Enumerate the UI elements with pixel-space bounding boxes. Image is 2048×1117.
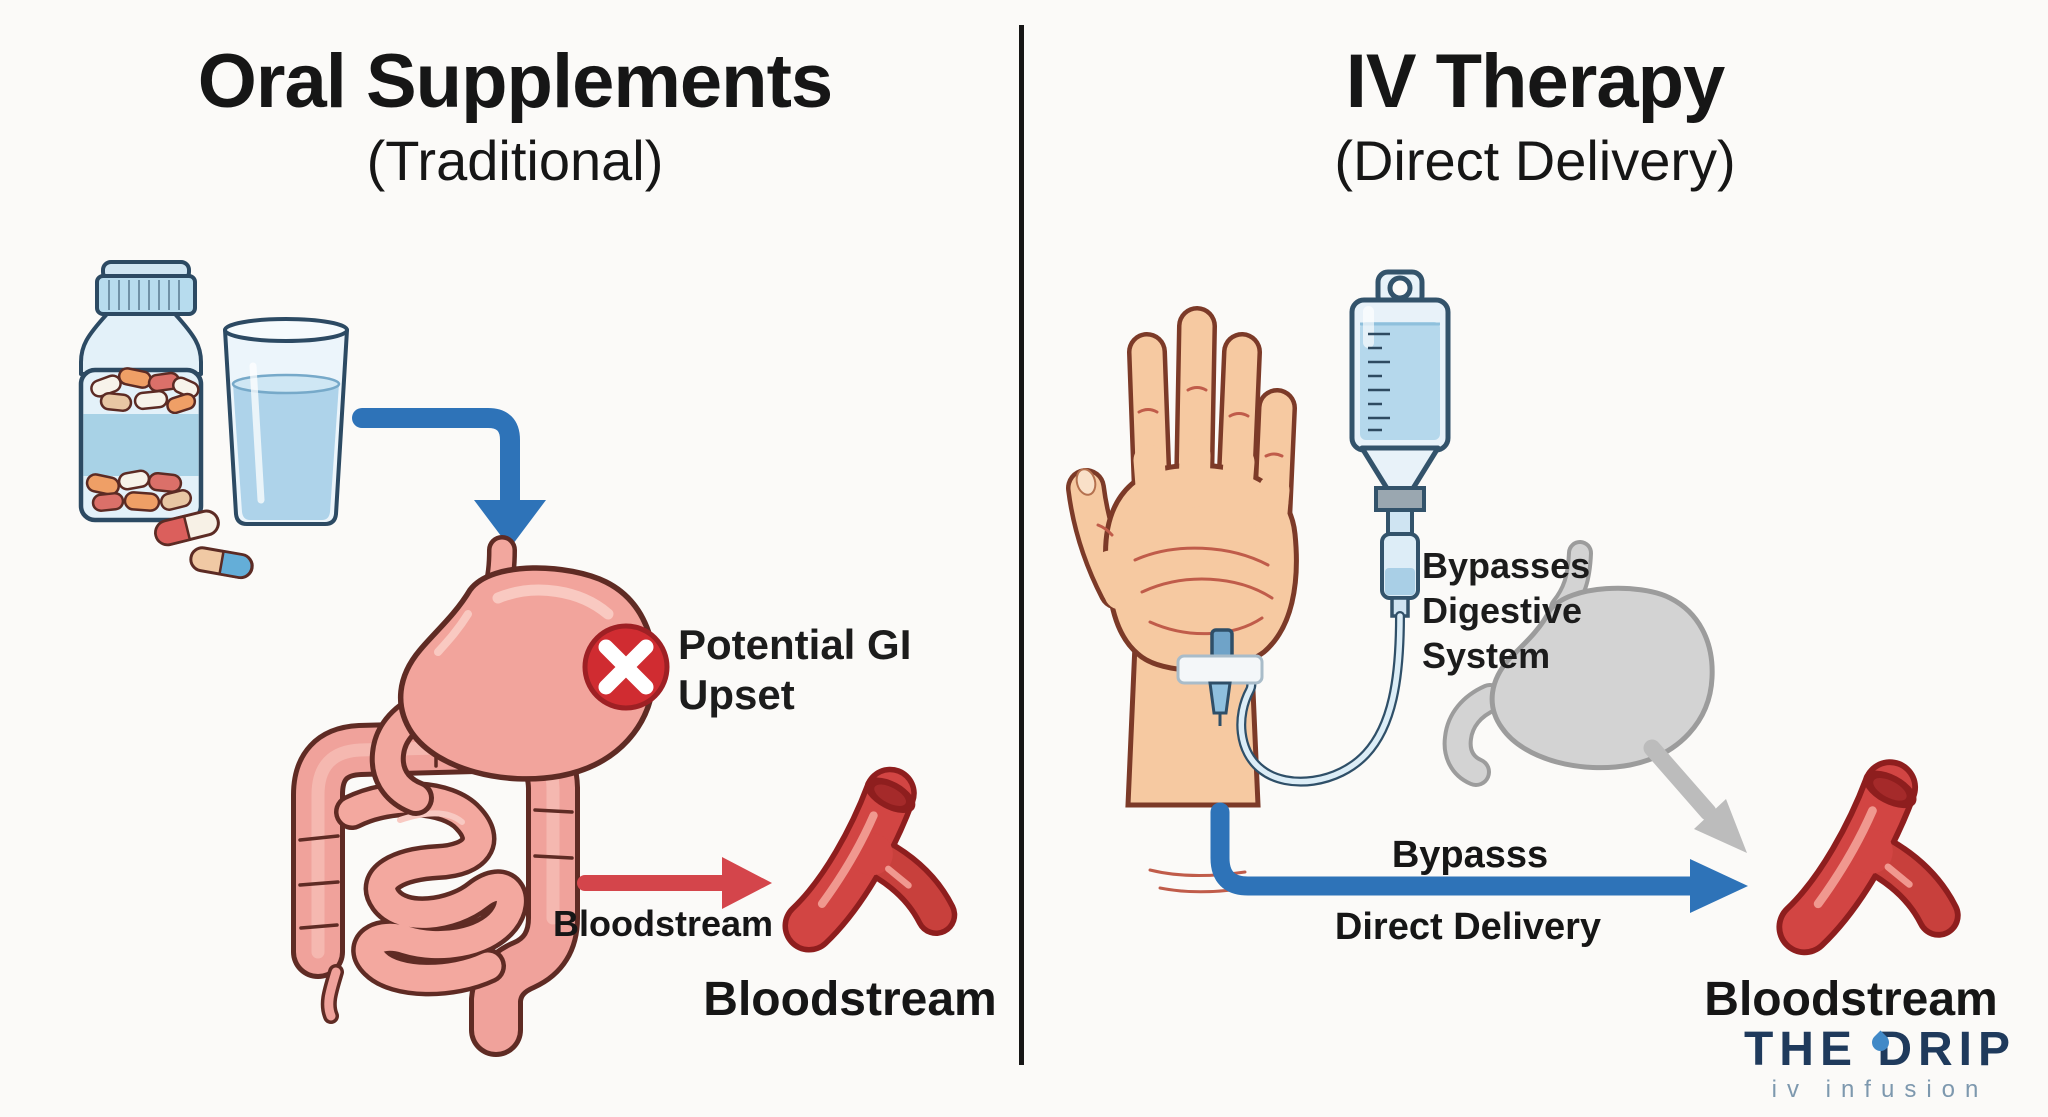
blood-vessel-icon [1805, 763, 1939, 927]
digestive-system-icon [291, 535, 657, 1057]
right-title: IV Therapy [1345, 39, 1726, 124]
oral-route-arrow-icon [352, 408, 546, 548]
direct-delivery-arrow-icon [1210, 802, 1748, 913]
bypass-gray-arrow-icon [1643, 739, 1747, 853]
left-subtitle: (Traditional) [366, 129, 664, 192]
the-drip-logo: THE DRIP [1700, 1022, 2048, 1082]
direct-delivery-label: Direct Delivery [1334, 906, 1602, 948]
bloodstream-arrow-label: Bloodstream [552, 903, 774, 944]
bloodstream-label-right: Bloodstream [1704, 973, 1998, 1026]
stomach-bypassed-icon [1442, 540, 1715, 787]
water-glass-icon [223, 317, 349, 526]
pill-bottle-icon [78, 260, 349, 580]
gi-upset-x-icon [582, 623, 670, 711]
blood-vessel-icon [809, 770, 936, 926]
capsule-icon [154, 509, 220, 547]
hand-iv-icon [1066, 306, 1299, 894]
bloodstream-arrow-icon [577, 857, 772, 909]
left-title: Oral Supplements [197, 39, 833, 124]
capsule-icon [189, 546, 254, 580]
bypasses-digestive-label: Bypasses Digestive System [1422, 545, 1591, 676]
bloodstream-label-left: Bloodstream [703, 973, 997, 1026]
iv-bag-icon [1176, 269, 1451, 787]
gi-upset-label: Potential GI Upset [678, 621, 912, 719]
right-subtitle: (Direct Delivery) [1334, 129, 1736, 192]
bypass-arrow-label: Bypasss [1391, 834, 1549, 876]
logo-tagline: iv infusion [1771, 1076, 1989, 1103]
divider-line [1019, 25, 1024, 1065]
